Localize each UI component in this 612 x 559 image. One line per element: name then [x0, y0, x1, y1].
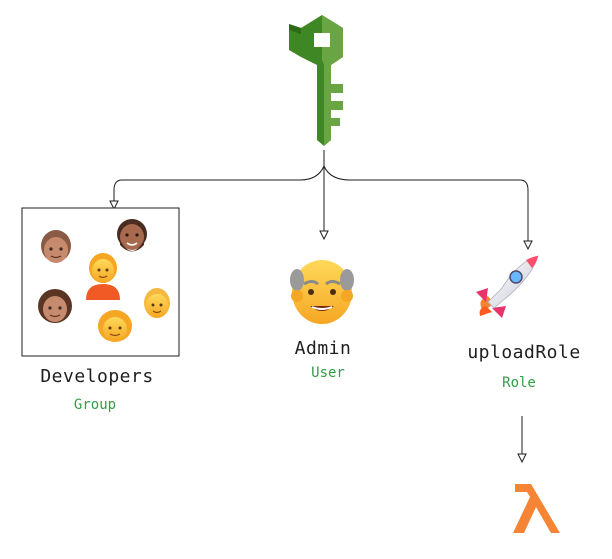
role-type: Role — [502, 375, 536, 391]
admin-name: Admin — [294, 338, 352, 359]
arrowhead-admin — [319, 230, 329, 241]
arrowhead-role — [523, 240, 533, 251]
person-standing-icon — [86, 253, 120, 300]
person-face-icon — [41, 230, 71, 263]
admin-type: User — [311, 365, 345, 381]
people-group-icon — [38, 219, 170, 342]
arrowhead-developers — [109, 200, 119, 211]
arrowhead-lambda — [517, 453, 527, 464]
rocket-icon — [476, 255, 539, 318]
developers-type: Group — [73, 397, 117, 413]
blond-man-face-icon — [144, 288, 170, 318]
connector-to-role — [323, 165, 529, 242]
connector-to-developers — [113, 165, 325, 202]
woman-blonde-face-icon — [98, 310, 132, 342]
role-name: uploadRole — [467, 342, 581, 363]
connectors — [113, 150, 529, 455]
woman-face-icon — [38, 289, 72, 323]
arrowheads — [109, 200, 533, 464]
lambda-icon — [513, 484, 560, 533]
developers-name: Developers — [40, 366, 154, 387]
bearded-man-face-icon — [117, 219, 147, 252]
old-man-face-icon — [290, 260, 354, 324]
iam-key-icon — [289, 15, 343, 146]
